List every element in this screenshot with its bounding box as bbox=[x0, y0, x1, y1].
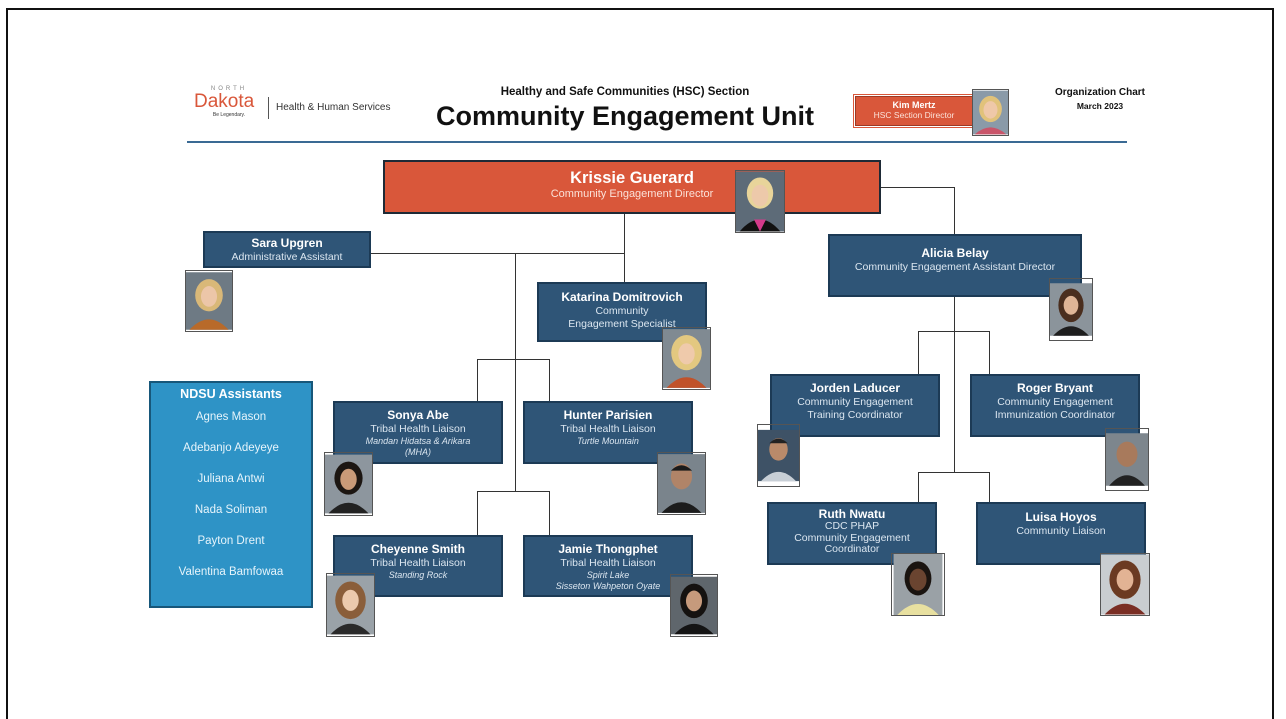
connector-line bbox=[918, 472, 990, 473]
hunter-parisien-note: Turtle Mountain bbox=[577, 435, 639, 446]
hunter-parisien-photo bbox=[657, 452, 706, 515]
roger-bryant-title: Community Engagement bbox=[997, 396, 1113, 408]
logo-tagline: Be Legendary. bbox=[212, 112, 246, 118]
ruth-nwatu-photo bbox=[891, 553, 945, 616]
jamie-thongphet-note: Spirit Lake bbox=[586, 569, 630, 580]
director-title: Community Engagement Director bbox=[550, 188, 714, 200]
hunter-parisien-name: Hunter Parisien bbox=[563, 408, 653, 422]
alicia-belay-photo bbox=[1049, 278, 1093, 341]
section-director-title: HSC Section Director bbox=[873, 110, 955, 120]
ruth-nwatu-title-3: Coordinator bbox=[824, 543, 880, 555]
jorden-laducer-name: Jorden Laducer bbox=[809, 381, 901, 395]
connector-line bbox=[918, 331, 919, 374]
connector-line bbox=[515, 253, 516, 491]
ndsu-member: Nada Soliman bbox=[194, 504, 268, 516]
nd-logo: NORTH Dakota Be Legendary. bbox=[194, 86, 264, 126]
director-box: Krissie Guerard Community Engagement Dir… bbox=[383, 160, 881, 214]
jamie-thongphet-note-2: Sisseton Wahpeton Oyate bbox=[555, 580, 661, 591]
header-rule bbox=[187, 141, 1127, 143]
katarina-domitrovich-photo bbox=[662, 327, 711, 390]
section-director-name: Kim Mertz bbox=[892, 100, 936, 110]
ruth-nwatu-title: CDC PHAP bbox=[824, 520, 880, 532]
page-frame bbox=[6, 8, 1274, 719]
director-name: Krissie Guerard bbox=[570, 169, 694, 187]
cheyenne-smith-title: Tribal Health Liaison bbox=[370, 557, 466, 569]
roger-bryant-photo bbox=[1105, 428, 1149, 491]
page-title: Community Engagement Unit bbox=[435, 101, 814, 131]
ndsu-heading: NDSU Assistants bbox=[180, 387, 282, 401]
roger-bryant-box: Roger Bryant Community Engagement Immuni… bbox=[970, 374, 1140, 437]
logo-divider bbox=[268, 97, 269, 119]
ndsu-assistants-panel: NDSU Assistants Agnes Mason Adebanjo Ade… bbox=[149, 381, 313, 608]
jamie-thongphet-box: Jamie Thongphet Tribal Health Liaison Sp… bbox=[523, 535, 693, 597]
kim-mertz-photo bbox=[972, 89, 1009, 136]
sonya-abe-photo bbox=[324, 452, 373, 516]
sonya-abe-note: Mandan Hidatsa & Arikara (MHA) bbox=[365, 435, 471, 457]
cheyenne-smith-note: Standing Rock bbox=[388, 569, 448, 580]
connector-line bbox=[477, 491, 478, 535]
roger-bryant-name: Roger Bryant bbox=[1016, 381, 1093, 395]
luisa-hoyos-name: Luisa Hoyos bbox=[1025, 510, 1097, 524]
alicia-belay-name: Alicia Belay bbox=[921, 246, 989, 260]
section-heading: Healthy and Safe Communities (HSC) Secti… bbox=[500, 86, 750, 98]
sara-upgren-photo bbox=[185, 270, 233, 332]
sara-upgren-box: Sara Upgren Administrative Assistant bbox=[203, 231, 371, 268]
krissie-guerard-photo bbox=[735, 170, 785, 233]
katarina-domitrovich-title: Community Engagement Specialist bbox=[568, 305, 676, 330]
jorden-laducer-box: Jorden Laducer Community Engagement Trai… bbox=[770, 374, 940, 437]
sonya-abe-name: Sonya Abe bbox=[387, 408, 449, 422]
ndsu-member: Juliana Antwi bbox=[197, 473, 265, 485]
connector-line bbox=[918, 472, 919, 502]
logo-state-name: Dakota bbox=[194, 91, 255, 112]
luisa-hoyos-title: Community Liaison bbox=[1016, 525, 1106, 537]
sara-upgren-name: Sara Upgren bbox=[251, 236, 323, 250]
connector-line bbox=[477, 359, 478, 401]
logo-state-top: NORTH bbox=[210, 86, 248, 92]
logo-department: Health & Human Services bbox=[276, 102, 391, 113]
alicia-belay-box: Alicia Belay Community Engagement Assist… bbox=[828, 234, 1082, 297]
cheyenne-smith-photo bbox=[326, 573, 375, 637]
connector-line bbox=[624, 253, 625, 282]
luisa-hoyos-box: Luisa Hoyos Community Liaison bbox=[976, 502, 1146, 565]
sonya-abe-title: Tribal Health Liaison bbox=[370, 423, 466, 435]
connector-line bbox=[549, 491, 550, 535]
sara-upgren-title: Administrative Assistant bbox=[231, 251, 343, 263]
roger-bryant-title-2: Immunization Coordinator bbox=[994, 408, 1116, 421]
connector-line bbox=[370, 253, 625, 254]
section-director-box: Kim Mertz HSC Section Director bbox=[853, 94, 975, 128]
ruth-nwatu-title-2: Community Engagement bbox=[794, 531, 910, 544]
hunter-parisien-title: Tribal Health Liaison bbox=[560, 423, 656, 435]
connector-line bbox=[624, 213, 625, 253]
cheyenne-smith-name: Cheyenne Smith bbox=[370, 542, 466, 556]
hunter-parisien-box: Hunter Parisien Tribal Health Liaison Tu… bbox=[523, 401, 693, 464]
luisa-hoyos-photo bbox=[1100, 553, 1150, 616]
ndsu-member: Valentina Bamfowaa bbox=[178, 566, 284, 578]
connector-line bbox=[954, 187, 955, 234]
cheyenne-smith-box: Cheyenne Smith Tribal Health Liaison Sta… bbox=[333, 535, 503, 597]
chart-info-date: March 2023 bbox=[1076, 101, 1124, 111]
alicia-belay-title: Community Engagement Assistant Director bbox=[854, 261, 1056, 273]
ruth-nwatu-name: Ruth Nwatu bbox=[818, 507, 886, 521]
jorden-laducer-photo bbox=[757, 424, 800, 487]
ndsu-member: Agnes Mason bbox=[195, 411, 267, 423]
jamie-thongphet-photo bbox=[670, 574, 718, 637]
connector-line bbox=[880, 187, 955, 188]
connector-line bbox=[989, 331, 990, 374]
connector-line bbox=[989, 472, 990, 502]
jorden-laducer-title: Community Engagement bbox=[797, 396, 913, 408]
connector-line bbox=[477, 491, 550, 492]
connector-line bbox=[477, 359, 550, 360]
connector-line bbox=[549, 359, 550, 401]
ndsu-member: Payton Drent bbox=[197, 535, 265, 547]
connector-line bbox=[918, 331, 990, 332]
jamie-thongphet-title: Tribal Health Liaison bbox=[560, 557, 656, 569]
ndsu-member: Adebanjo Adeyeye bbox=[183, 442, 279, 454]
jamie-thongphet-name: Jamie Thongphet bbox=[558, 542, 658, 556]
connector-line bbox=[954, 297, 955, 472]
chart-info-title: Organization Chart bbox=[1054, 87, 1145, 98]
katarina-domitrovich-name: Katarina Domitrovich bbox=[561, 290, 683, 304]
sonya-abe-box: Sonya Abe Tribal Health Liaison Mandan H… bbox=[333, 401, 503, 464]
jorden-laducer-title-2: Training Coordinator bbox=[807, 408, 903, 421]
